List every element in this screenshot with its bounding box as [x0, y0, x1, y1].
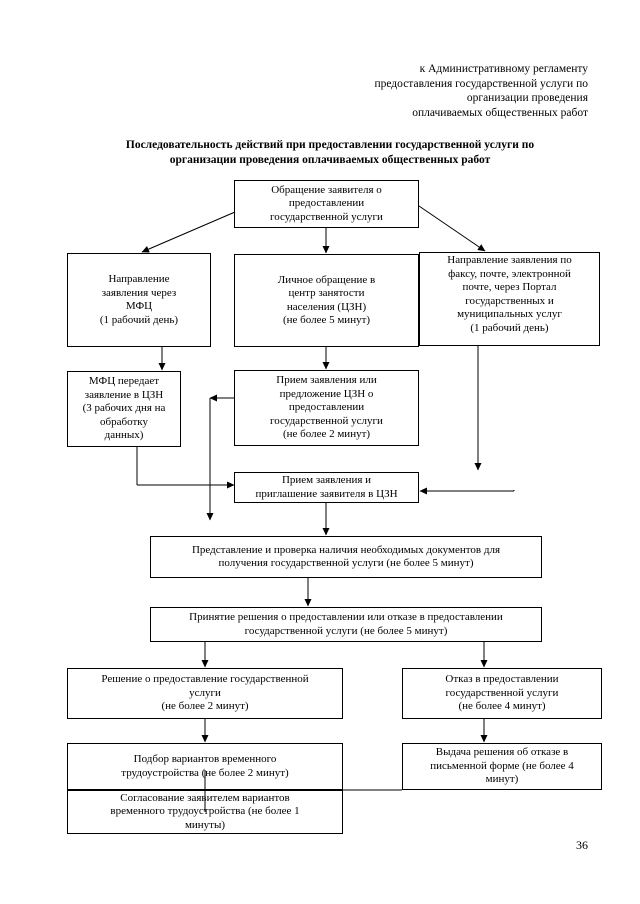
box-text: Направление [108, 273, 170, 285]
box-text: факсу, почте, электронной [448, 267, 571, 280]
box-text: предоставлении [288, 197, 365, 210]
box-text: временного трудоустройства (не более 1 [110, 805, 300, 818]
box-text: МФЦ [125, 300, 153, 312]
box-text: предоставлении [288, 401, 365, 414]
box-text: данных) [104, 429, 144, 442]
box-text: Решение о предоставление государственной [101, 673, 309, 686]
box-text: трудоустройства (не более 2 минут) [121, 766, 289, 779]
box-text: государственной услуги [445, 686, 559, 699]
box-refuse-issue: Выдача решения об отказе в письменной фо… [402, 743, 602, 790]
box-text: (не более 2 минут) [161, 700, 249, 713]
box-job-selection: Подбор вариантов временного трудоустройс… [67, 743, 343, 790]
box-text: предложение ЦЗН о [279, 387, 374, 400]
regulation-line: оплачиваемых общественных работ [412, 106, 588, 119]
box-text: (1 рабочий день) [470, 321, 549, 334]
box-documents-check: Представление и проверка наличия необход… [150, 536, 542, 578]
box-text: Согласование заявителем вариантов [120, 791, 290, 804]
box-text: заявление в ЦЗН [84, 388, 164, 401]
box-text: (1 рабочий день) [99, 313, 179, 326]
box-mfc-transfer: МФЦ передает заявление в ЦЗН (3 рабочих … [67, 371, 181, 447]
box-text: Направление заявления по [447, 254, 572, 266]
box-text: государственной услуги [270, 414, 383, 427]
box-text: (не более 4 минут) [458, 700, 546, 713]
box-text: Обращение заявителя о [271, 183, 382, 196]
box-reception-invite: Прием заявления и приглашение заявителя … [234, 472, 419, 503]
box-text: получения государственной услуги (не бол… [218, 557, 474, 569]
box-fax-direction: Направление заявления по факсу, почте, э… [419, 252, 600, 346]
box-text: Прием заявления или [276, 374, 377, 387]
box-personal-appeal: Личное обращение в центр занятости насел… [234, 254, 419, 347]
box-text: обработку [100, 415, 148, 428]
box-applicant-appeal: Обращение заявителя о предоставлении гос… [234, 180, 419, 228]
box-mfc-direction: Направление заявления через МФЦ (1 рабоч… [67, 253, 211, 347]
box-text: приглашение заявителя в ЦЗН [255, 487, 398, 500]
box-text: государственной услуги [270, 210, 383, 223]
box-text: МФЦ передает [88, 375, 160, 388]
box-text: Подбор вариантов временного [133, 753, 277, 765]
box-text: Отказ в предоставлении [445, 673, 559, 686]
box-text: (не более 5 минут) [282, 314, 371, 326]
regulation-reference: к Административному регламенту предостав… [288, 62, 588, 120]
box-text: Личное обращение в [277, 273, 376, 286]
box-text: письменной форме (не более 4 [430, 759, 574, 772]
regulation-line: организации проведения [466, 92, 588, 104]
box-reception-or-offer: Прием заявления или предложение ЦЗН о пр… [234, 370, 419, 446]
box-text: государственной услуги (не более 5 минут… [244, 624, 448, 637]
box-text: государственных и [465, 294, 554, 307]
page-number: 36 [576, 838, 588, 852]
box-grant-decision: Решение о предоставление государственной… [67, 668, 343, 719]
box-text: Выдача решения об отказе в [435, 746, 569, 759]
box-text: минуты) [184, 818, 226, 831]
box-text: центр занятости [288, 287, 365, 299]
box-text: минут) [485, 773, 519, 786]
title-line: Последовательность действий при предоста… [125, 139, 535, 151]
document-title: Последовательность действий при предоста… [60, 138, 600, 167]
box-refuse-decision: Отказ в предоставлении государственной у… [402, 668, 602, 719]
arrow-appeal-to-mfc [141, 211, 236, 253]
box-text: заявления через [101, 286, 177, 299]
box-text: населения (ЦЗН) [286, 300, 367, 313]
box-applicant-agreement: Согласование заявителем вариантов времен… [67, 790, 343, 834]
regulation-line: к Административному регламенту [419, 63, 588, 75]
title-line: организации проведения оплачиваемых обще… [169, 153, 491, 166]
box-text: Принятие решения о предоставлении или от… [189, 611, 503, 623]
box-text: почте, через Портал [462, 281, 557, 293]
box-text: услуги [189, 686, 221, 699]
regulation-line: предоставления государственной услуги по [374, 77, 588, 90]
box-decision: Принятие решения о предоставлении или от… [150, 607, 542, 642]
box-text: (не более 2 минут) [282, 428, 371, 441]
arrow-appeal-to-fax [418, 205, 486, 252]
box-text: Прием заявления и [281, 474, 372, 486]
box-text: Представление и проверка наличия необход… [191, 543, 501, 556]
box-text: муниципальных услуг [457, 308, 562, 320]
box-text: (3 рабочих дня на [82, 402, 166, 415]
